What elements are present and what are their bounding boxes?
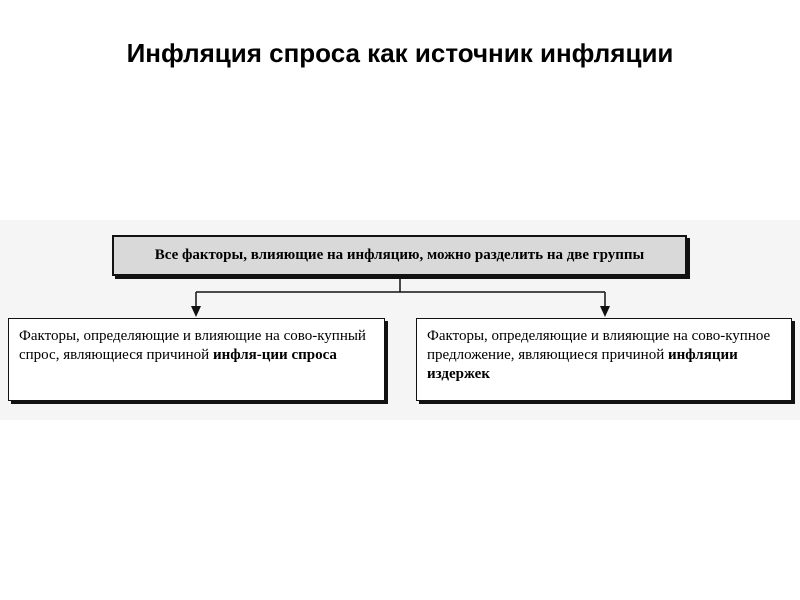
demand-factors-box: Факторы, определяющие и влияющие на сово…: [8, 318, 385, 401]
demand-inflation-label: инфля-ции спроса: [212, 347, 337, 363]
root-box: Все факторы, влияющие на инфляцию, можно…: [112, 235, 687, 276]
supply-factors-box: Факторы, определяющие и влияющие на сово…: [416, 318, 792, 401]
connector-lines: [191, 278, 610, 317]
demand-factors-text: Факторы, определяющие и влияющие на сово…: [19, 328, 366, 363]
supply-factors-text: Факторы, определяющие и влияющие на сово…: [427, 328, 771, 363]
cost-inflation-label: инфляции издержек: [427, 347, 738, 382]
diagram: Все факторы, влияющие на инфляцию, можно…: [0, 220, 800, 420]
right-arrow-head: [600, 306, 610, 317]
slide-title: Инфляция спроса как источник инфляции: [126, 38, 674, 68]
left-arrow-head: [191, 306, 201, 317]
